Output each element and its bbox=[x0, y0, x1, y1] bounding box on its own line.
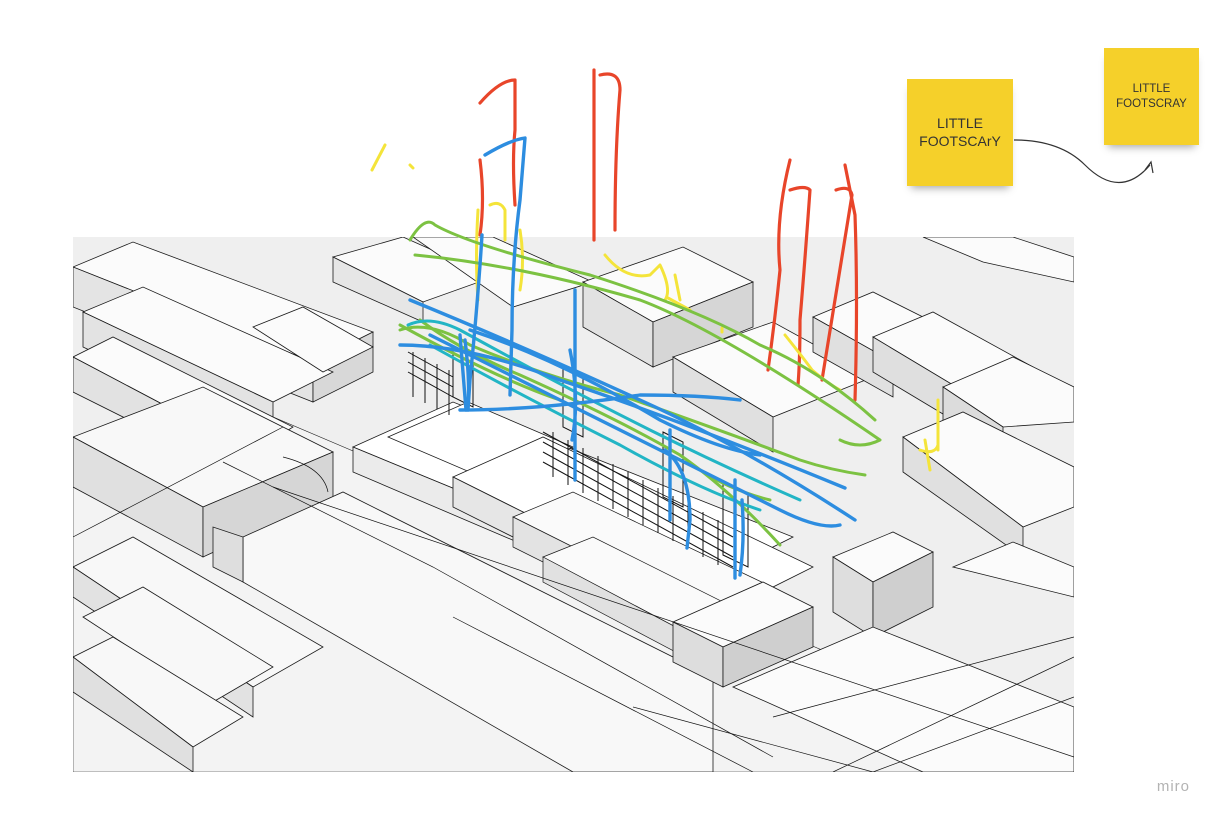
sticky-note-little-footscray[interactable]: LITTLE FOOTSCRAY bbox=[1104, 48, 1199, 145]
sticky-note-text-line1: LITTLE bbox=[937, 115, 983, 131]
sticky-note-little-footscary[interactable]: LITTLE FOOTSCArY bbox=[907, 79, 1013, 186]
miro-watermark: miro bbox=[1156, 778, 1190, 795]
arrowhead-icon bbox=[1144, 160, 1154, 174]
sticky-note-text-line2: FOOTSCArY bbox=[919, 132, 1001, 149]
sticky-note-text-line2: FOOTSCRAY bbox=[1116, 97, 1187, 110]
sticky-note-text-line1: LITTLE bbox=[1132, 83, 1171, 96]
massing-model-image[interactable] bbox=[73, 237, 1074, 772]
massing-model-drawing bbox=[73, 237, 1074, 772]
